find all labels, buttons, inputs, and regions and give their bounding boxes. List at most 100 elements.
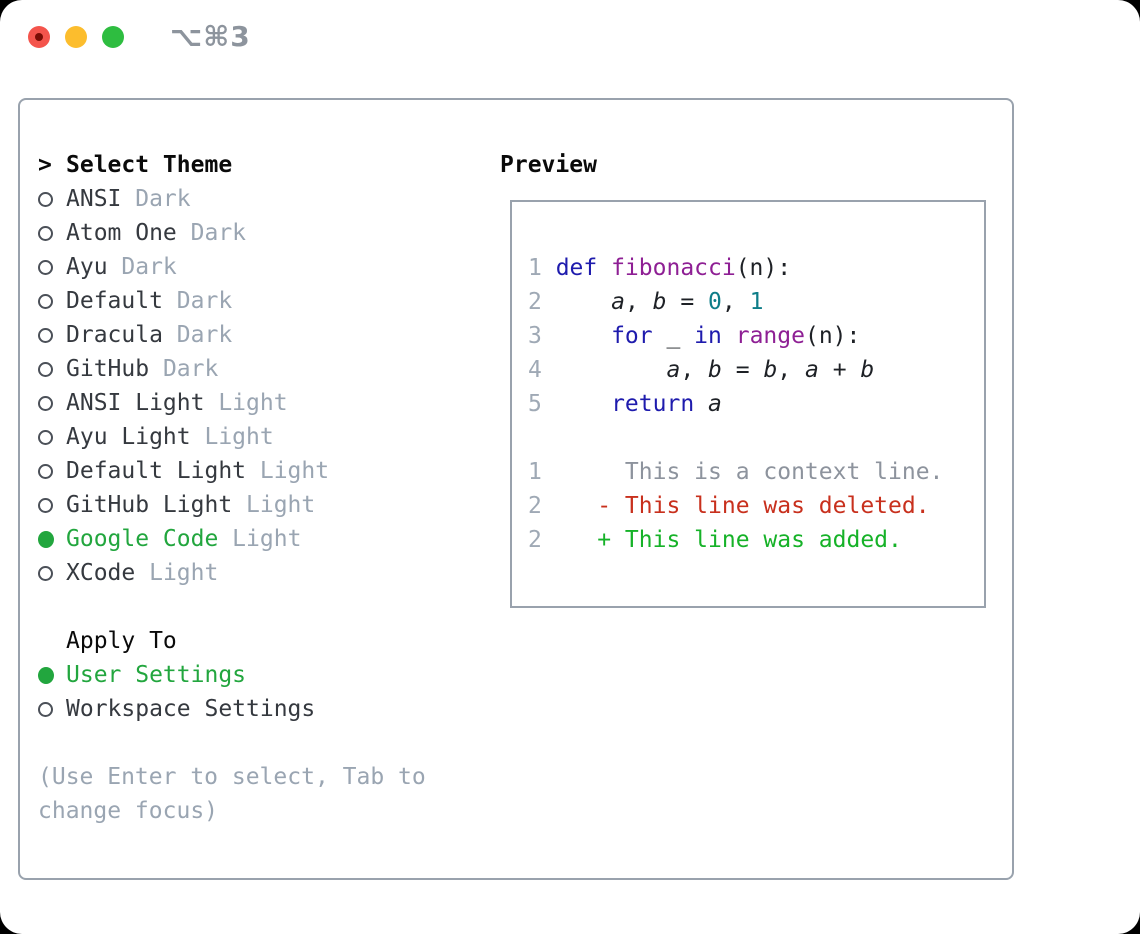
theme-option[interactable]: Ayu Light Light bbox=[38, 420, 488, 454]
radio-icon bbox=[38, 454, 54, 488]
code-line: 2 + This line was added. bbox=[528, 523, 984, 557]
selected-radio-icon bbox=[38, 522, 54, 556]
line-number: 2 bbox=[528, 289, 542, 315]
radio-icon bbox=[38, 250, 54, 284]
theme-option[interactable]: Atom One Dark bbox=[38, 216, 488, 250]
code-text: + This line was added. bbox=[555, 527, 902, 553]
theme-name: XCode bbox=[66, 560, 136, 586]
code-text: - This line was deleted. bbox=[555, 493, 930, 519]
close-button[interactable] bbox=[28, 26, 50, 48]
line-number: 2 bbox=[528, 493, 542, 519]
theme-option[interactable]: Dracula Dark bbox=[38, 318, 488, 352]
theme-name: Ayu bbox=[66, 254, 108, 280]
theme-name: Default bbox=[66, 288, 163, 314]
line-number: 5 bbox=[528, 391, 542, 417]
radio-icon bbox=[38, 692, 54, 726]
theme-option[interactable]: Default Light Light bbox=[38, 454, 488, 488]
theme-variant: Light bbox=[190, 424, 274, 450]
code-line: 1 def fibonacci(n): bbox=[528, 251, 984, 285]
code-line bbox=[528, 421, 984, 455]
apply-to-option[interactable]: User Settings bbox=[38, 658, 488, 692]
theme-variant: Dark bbox=[162, 322, 233, 348]
theme-option[interactable]: ANSI Dark bbox=[38, 182, 488, 216]
theme-name: GitHub bbox=[66, 356, 150, 382]
apply-to-title: Apply To bbox=[66, 628, 177, 654]
radio-icon bbox=[38, 216, 54, 250]
theme-variant: Dark bbox=[176, 220, 247, 246]
theme-name: GitHub Light bbox=[66, 492, 233, 518]
apply-to-label: User Settings bbox=[66, 662, 247, 688]
radio-icon bbox=[38, 556, 54, 590]
code-text: return a bbox=[611, 391, 722, 417]
apply-to-option[interactable]: Workspace Settings bbox=[38, 692, 488, 726]
line-number: 2 bbox=[528, 527, 542, 553]
theme-variant: Dark bbox=[121, 186, 191, 212]
line-number bbox=[528, 557, 542, 591]
theme-variant: Dark bbox=[162, 288, 233, 314]
code-text: a, b = b, a + b bbox=[666, 357, 875, 383]
theme-variant: Light bbox=[135, 560, 219, 586]
radio-icon bbox=[38, 182, 54, 216]
theme-name: Google Code bbox=[66, 526, 219, 552]
radio-icon bbox=[38, 318, 54, 352]
code-line: 2 a, b = 0, 1 bbox=[528, 285, 984, 319]
theme-variant: Light bbox=[246, 458, 330, 484]
preview-title: Preview bbox=[500, 152, 597, 178]
focus-arrow-icon: > bbox=[38, 152, 52, 178]
theme-name: ANSI Light bbox=[66, 390, 205, 416]
line-number: 3 bbox=[528, 323, 542, 349]
help-text-line-1: (Use Enter to select, Tab to bbox=[38, 764, 426, 790]
radio-icon bbox=[38, 284, 54, 318]
window-shortcut-label: ⌥⌘3 bbox=[170, 20, 251, 53]
theme-option[interactable]: ANSI Light Light bbox=[38, 386, 488, 420]
code-text: def fibonacci(n): bbox=[555, 255, 792, 281]
code-text: a, b = 0, 1 bbox=[611, 289, 764, 315]
theme-variant: Light bbox=[232, 492, 316, 518]
code-line: 4 a, b = b, a + b bbox=[528, 353, 984, 387]
code-line bbox=[528, 557, 984, 591]
line-number bbox=[528, 217, 542, 251]
theme-name: Atom One bbox=[66, 220, 177, 246]
zoom-button[interactable] bbox=[102, 26, 124, 48]
theme-variant: Dark bbox=[107, 254, 177, 280]
code-text: This is a context line. bbox=[555, 459, 944, 485]
titlebar: ⌥⌘3 bbox=[0, 0, 1140, 72]
spacer bbox=[38, 590, 488, 624]
code-line: 5 return a bbox=[528, 387, 984, 421]
theme-option[interactable]: Ayu Dark bbox=[38, 250, 488, 284]
theme-option[interactable]: Google Code Light bbox=[38, 522, 488, 556]
theme-name: Ayu Light bbox=[66, 424, 191, 450]
minimize-button[interactable] bbox=[65, 26, 87, 48]
line-number: 4 bbox=[528, 357, 542, 383]
theme-variant: Light bbox=[218, 526, 302, 552]
code-line: 2 - This line was deleted. bbox=[528, 489, 984, 523]
theme-list-header: > Select Theme bbox=[38, 148, 488, 182]
code-line: 1 This is a context line. bbox=[528, 455, 984, 489]
traffic-lights bbox=[28, 26, 124, 48]
spacer bbox=[38, 726, 488, 760]
theme-name: ANSI bbox=[66, 186, 122, 212]
code-line bbox=[528, 217, 984, 251]
line-number bbox=[528, 421, 542, 455]
close-button-dot-icon bbox=[35, 33, 43, 41]
radio-icon bbox=[38, 488, 54, 522]
help-text-line-2: change focus) bbox=[38, 798, 219, 824]
code-text: for _ in range(n): bbox=[611, 323, 861, 349]
theme-option[interactable]: Default Dark bbox=[38, 284, 488, 318]
line-number: 1 bbox=[528, 459, 542, 485]
apply-to-header: Apply To bbox=[38, 624, 488, 658]
theme-list-title: Select Theme bbox=[66, 152, 233, 178]
theme-option[interactable]: GitHub Dark bbox=[38, 352, 488, 386]
theme-option[interactable]: XCode Light bbox=[38, 556, 488, 590]
theme-variant: Light bbox=[204, 390, 288, 416]
theme-option[interactable]: GitHub Light Light bbox=[38, 488, 488, 522]
line-number: 1 bbox=[528, 255, 542, 281]
theme-name: Dracula bbox=[66, 322, 163, 348]
apply-to-label: Workspace Settings bbox=[66, 696, 316, 722]
code-line: 3 for _ in range(n): bbox=[528, 319, 984, 353]
